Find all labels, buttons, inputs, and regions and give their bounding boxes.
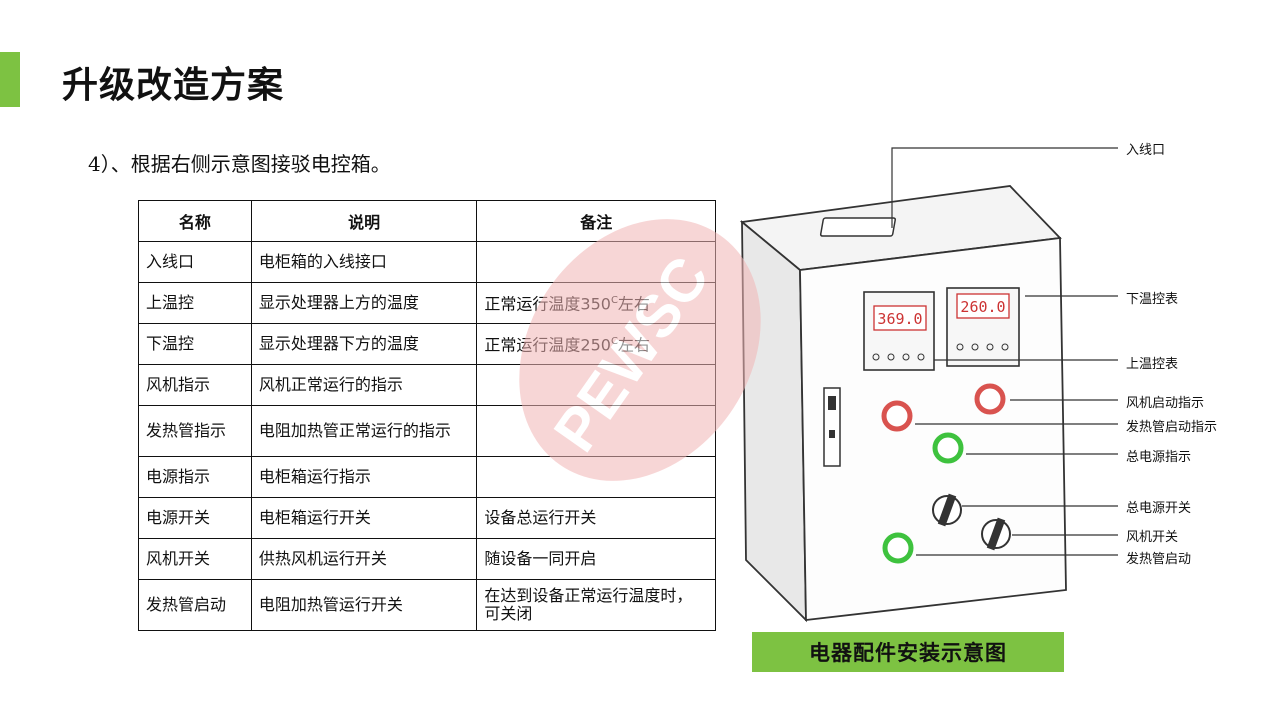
heater-start-button <box>882 532 914 564</box>
table-row: 发热管启动 电阻加热管运行开关 在达到设备正常运行温度时，可关闭 <box>138 579 716 631</box>
cell-desc: 电柜箱的入线接口 <box>250 241 478 283</box>
cell-name: 发热管启动 <box>138 579 252 631</box>
cell-note: 在达到设备正常运行温度时，可关闭 <box>476 579 716 631</box>
component-table: 名称 说明 备注 入线口 电柜箱的入线接口 上温控 显示处理器上方的温度 正常运… <box>138 200 716 631</box>
lower-temp-controller <box>946 287 1020 367</box>
cell-note: 随设备一同开启 <box>476 538 716 580</box>
cell-desc: 显示处理器上方的温度 <box>250 282 478 324</box>
label-inlet: 入线口 <box>1126 143 1166 158</box>
cell-desc: 电柜箱运行指示 <box>250 456 478 498</box>
table-header-row: 名称 说明 备注 <box>138 200 716 242</box>
label-upper-temp: 上温控表 <box>1126 357 1179 372</box>
inlet-opening <box>819 217 897 237</box>
heater-indicator-light <box>881 400 913 432</box>
cell-name: 入线口 <box>138 241 252 283</box>
page-title: 升级改造方案 <box>62 65 285 106</box>
cell-name: 发热管指示 <box>138 405 252 457</box>
latch-lock <box>829 430 835 438</box>
cell-name: 风机开关 <box>138 538 252 580</box>
label-heater-start: 发热管启动 <box>1126 552 1192 567</box>
title-accent-bar <box>0 52 20 107</box>
cell-note: 设备总运行开关 <box>476 497 716 539</box>
header-name: 名称 <box>138 200 252 242</box>
power-switch-knob <box>932 493 962 527</box>
upper-temp-controller <box>863 291 935 371</box>
label-lower-temp: 下温控表 <box>1126 292 1179 307</box>
watermark: PEWSC <box>519 219 761 481</box>
step-instruction: 4）、根据右侧示意图接驳电控箱。 <box>88 152 391 176</box>
cell-desc: 显示处理器下方的温度 <box>250 323 478 365</box>
diagram-caption: 电器配件安装示意图 <box>752 632 1064 672</box>
power-indicator-light <box>932 432 964 464</box>
cell-name: 风机指示 <box>138 364 252 406</box>
header-desc: 说明 <box>250 200 478 242</box>
fan-indicator-light <box>974 383 1006 415</box>
cell-desc: 供热风机运行开关 <box>250 538 478 580</box>
cell-name: 电源指示 <box>138 456 252 498</box>
upper-display-value: 369.0 <box>877 310 922 328</box>
cell-name: 上温控 <box>138 282 252 324</box>
label-power-indicator: 总电源指示 <box>1126 450 1192 465</box>
cell-desc: 电阻加热管正常运行的指示 <box>250 405 478 457</box>
label-power-switch: 总电源开关 <box>1126 501 1192 516</box>
label-heater-indicator: 发热管启动指示 <box>1126 420 1218 435</box>
leader-lines <box>891 147 1118 556</box>
fan-switch-knob <box>981 517 1011 551</box>
latch-slot <box>828 396 836 410</box>
label-fan-switch: 风机开关 <box>1126 530 1179 545</box>
cell-desc: 电阻加热管运行开关 <box>250 579 478 631</box>
label-fan-indicator: 风机启动指示 <box>1126 396 1205 411</box>
cell-name: 下温控 <box>138 323 252 365</box>
table-row: 风机开关 供热风机运行开关 随设备一同开启 <box>138 538 716 580</box>
lower-display-value: 260.0 <box>960 298 1005 316</box>
